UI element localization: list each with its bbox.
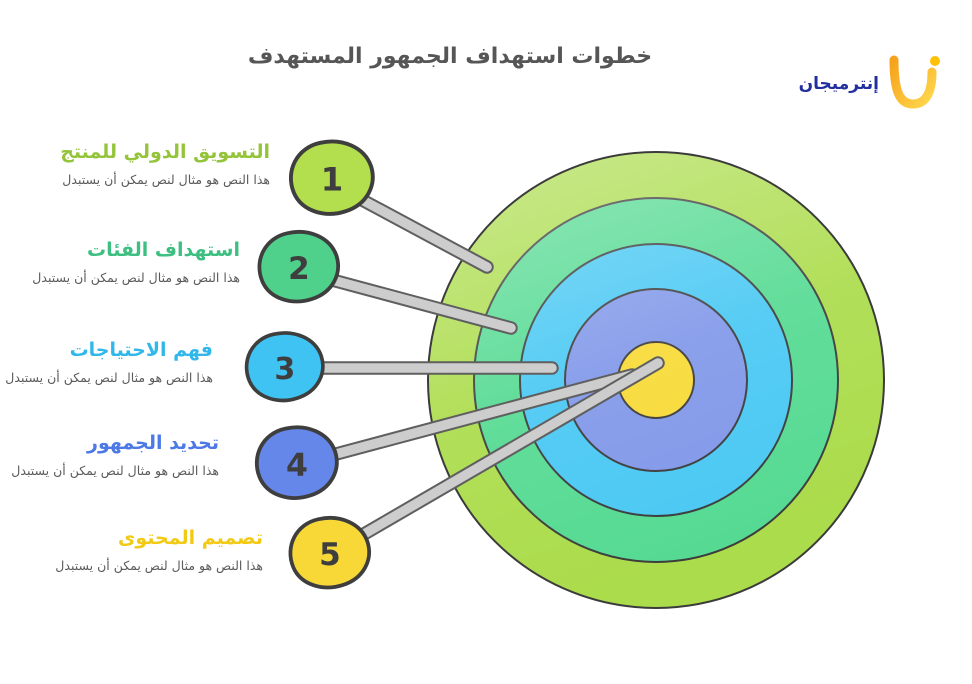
brand-u-icon	[889, 55, 940, 109]
pin-3-number: 3	[274, 352, 295, 387]
pin-1-number: 1	[321, 161, 343, 199]
pin-3: 3	[244, 331, 325, 403]
pin-1: 1	[288, 139, 375, 216]
pin-2-number: 2	[288, 251, 310, 287]
brand-logo: إنترميجان	[799, 54, 942, 114]
brand-name: إنترميجان	[798, 74, 879, 94]
step-label-4: تحديد الجمهور هذا النص هو مثال لنص يمكن …	[11, 432, 219, 478]
step-1-subtitle: هذا النص هو مثال لنص يمكن أن يستبدل	[62, 172, 270, 187]
pin-2-shape	[257, 230, 340, 304]
pin-4: 4	[254, 425, 339, 500]
pin-3-shape	[244, 331, 325, 403]
step-label-1: التسويق الدولي للمنتج هذا النص هو مثال ل…	[60, 141, 270, 187]
u-dot	[930, 56, 940, 66]
pin-1-shape	[288, 139, 375, 216]
pin-5-number: 5	[319, 537, 341, 573]
step-3-title: فهم الاحتياجات	[69, 339, 213, 361]
step-1-title: التسويق الدولي للمنتج	[60, 141, 270, 163]
pin-5: 5	[288, 516, 371, 590]
pin-4-number: 4	[286, 447, 308, 483]
step-2-title: استهداف الفئات	[87, 239, 240, 261]
step-2-subtitle: هذا النص هو مثال لنص يمكن أن يستبدل	[32, 270, 240, 285]
step-5-subtitle: هذا النص هو مثال لنص يمكن أن يستبدل	[55, 558, 263, 573]
page-title: خطوات استهداف الجمهور المستهدف	[247, 44, 653, 69]
connector-4	[290, 370, 637, 470]
pin-4-shape	[254, 425, 339, 500]
pin-2: 2	[257, 230, 340, 304]
u-shape	[889, 55, 937, 109]
step-label-5: تصميم المحتوى هذا النص هو مثال لنص يمكن …	[55, 527, 263, 573]
step-label-3: فهم الاحتياجات هذا النص هو مثال لنص يمكن…	[5, 339, 213, 385]
connector-5	[323, 358, 663, 560]
step-4-subtitle: هذا النص هو مثال لنص يمكن أن يستبدل	[11, 463, 219, 478]
step-4-title: تحديد الجمهور	[87, 432, 219, 454]
pin-5-shape	[288, 516, 371, 590]
step-5-title: تصميم المحتوى	[117, 527, 263, 549]
step-label-2: استهداف الفئات هذا النص هو مثال لنص يمكن…	[32, 239, 240, 285]
step-3-subtitle: هذا النص هو مثال لنص يمكن أن يستبدل	[5, 370, 213, 385]
target-shine-overlay	[429, 153, 883, 607]
